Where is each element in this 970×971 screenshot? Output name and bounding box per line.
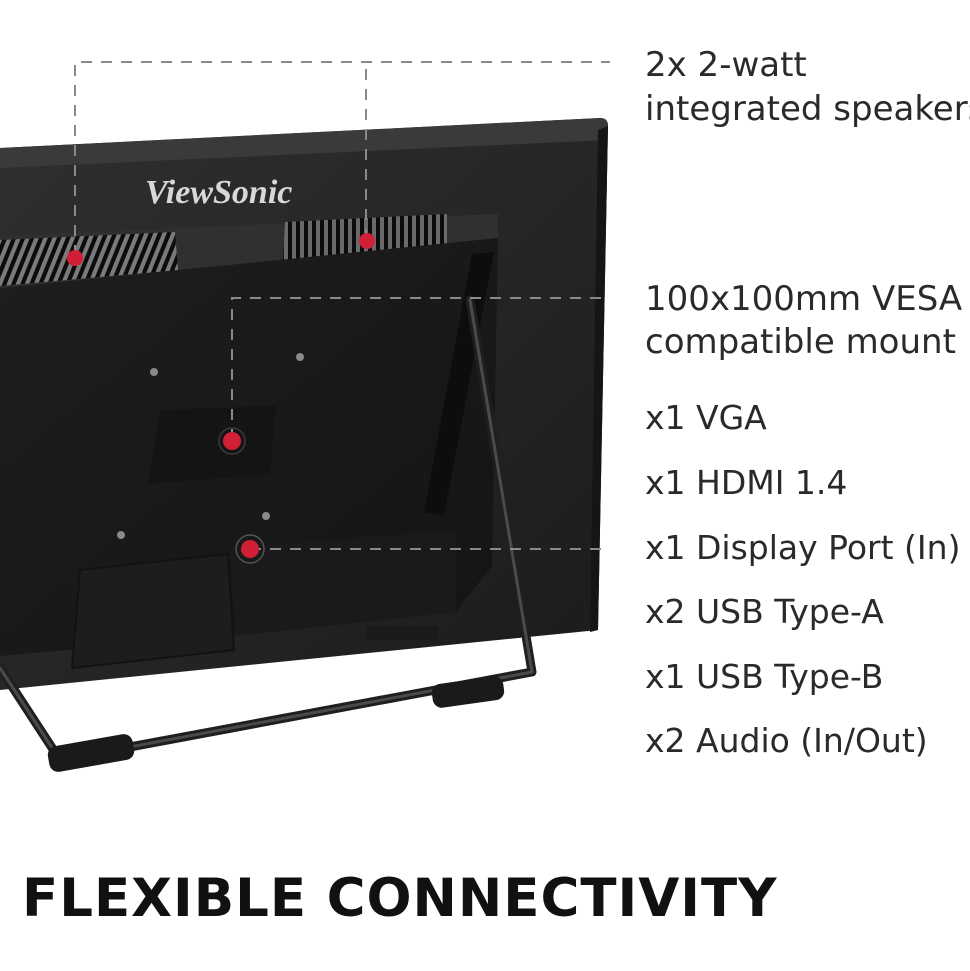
port-item: x1 HDMI 1.4: [645, 463, 848, 502]
callout-markers: [67, 233, 375, 564]
vesa-callout-line-2: compatible mount: [645, 322, 956, 362]
leader-lines: [74, 61, 610, 550]
rear-panel: [0, 238, 498, 670]
port-item: x1 USB Type-B: [645, 657, 884, 696]
port-item: x2 Audio (In/Out): [645, 721, 928, 760]
vesa-callout-line-1: 100x100mm VESA: [645, 279, 963, 319]
speakers-callout-line-1: 2x 2-watt: [645, 45, 807, 85]
speakers-callout-line-2: integrated speakers: [645, 89, 970, 129]
brand-logo: ViewSonic: [145, 174, 292, 211]
stand: [0, 295, 537, 772]
port-item: x1 Display Port (In): [645, 528, 961, 567]
page-headline: FLEXIBLE CONNECTIVITY: [22, 868, 778, 929]
port-item: x2 USB Type-A: [645, 592, 884, 631]
port-item: x1 VGA: [645, 398, 767, 437]
